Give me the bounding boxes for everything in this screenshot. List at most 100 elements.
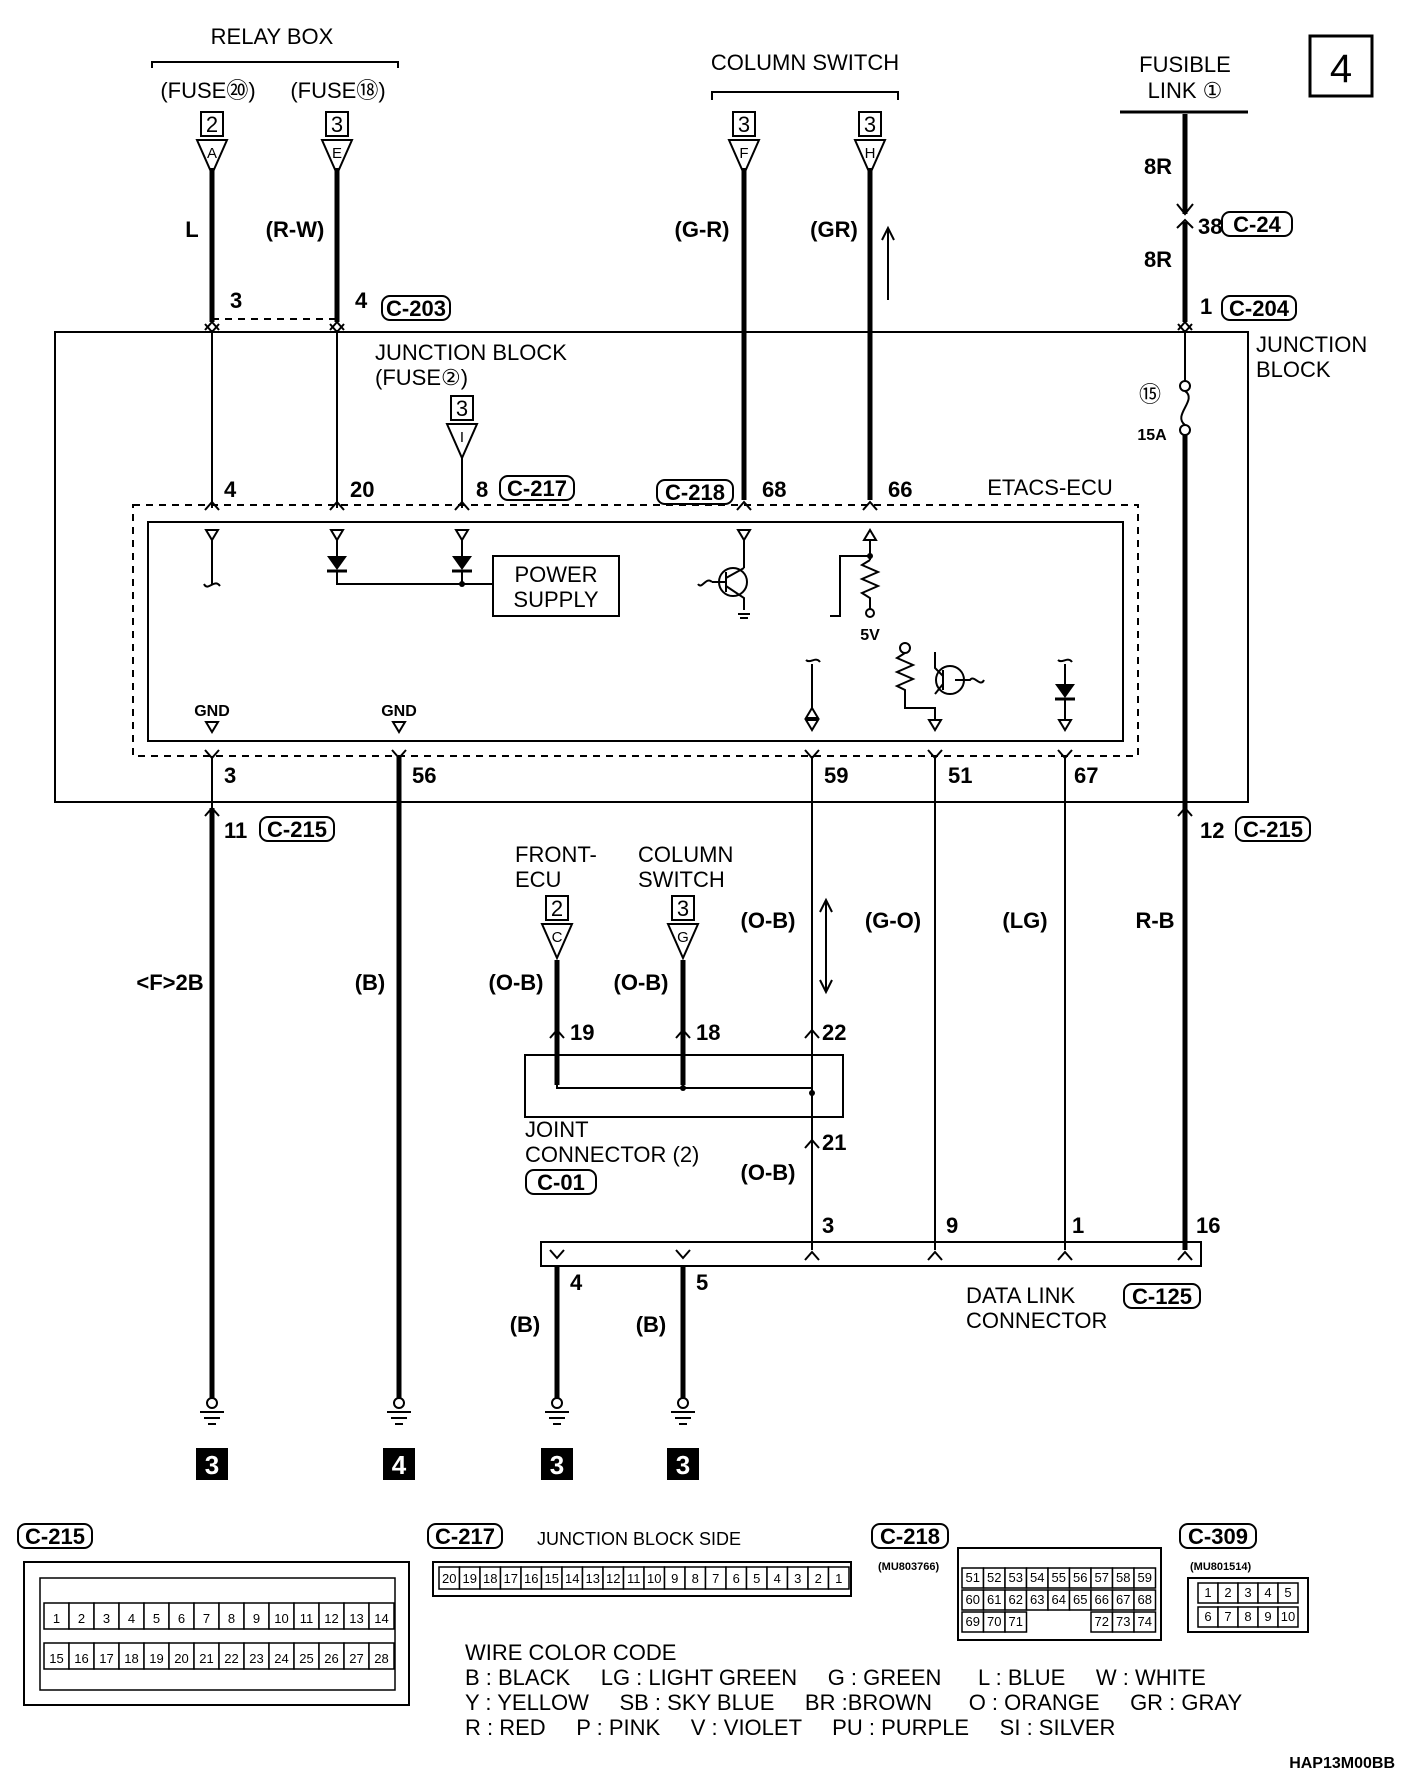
face-c215-cell: [193, 1602, 220, 1630]
face-c218-pin: 64: [1052, 1592, 1066, 1607]
pin-12-c215: 12: [1200, 818, 1224, 843]
face-c215-cell: [143, 1642, 170, 1670]
face-c215-pin: 6: [178, 1611, 185, 1626]
face-c215-box: [17, 1523, 93, 1549]
face-c218-pin: 70: [987, 1614, 1001, 1629]
face-c215-outline: [23, 1561, 410, 1706]
column-switch-label: COLUMN SWITCH: [711, 50, 899, 75]
face-c215-pin: 23: [249, 1651, 263, 1666]
ground-g1: 3: [196, 1397, 228, 1480]
face-c218-pin: 56: [1073, 1570, 1087, 1585]
legend-line-2: Y : YELLOW SB : SKY BLUE BR :BROWN O : O…: [465, 1690, 1242, 1715]
wire-color-ob-21: (O-B): [741, 1160, 796, 1185]
pin-arrow: [204, 806, 220, 817]
connector-tag-c215a: C-215: [259, 816, 335, 842]
face-c218-pin: 59: [1138, 1570, 1152, 1585]
face-c218-pin: 51: [966, 1570, 980, 1585]
face-c215-cell: [43, 1642, 70, 1670]
column-switch2-label-1: COLUMN: [638, 842, 733, 867]
face-c215-cell: [268, 1642, 295, 1670]
wire-color-b-dlc5: (B): [636, 1312, 667, 1337]
junction-block-box: [54, 331, 1249, 803]
face-c218-pin: 61: [987, 1592, 1001, 1607]
pin-arrow: [1057, 749, 1073, 760]
face-c218-pin: 54: [1030, 1570, 1044, 1585]
pin-4-c203: 4: [355, 288, 368, 313]
face-c215-cell: [243, 1642, 270, 1670]
face-c215-pin: 11: [300, 1611, 314, 1626]
connector-tag-c217: C-217: [499, 475, 575, 501]
face-c218-pin: 67: [1116, 1592, 1130, 1607]
face-c215-pin: 2: [78, 1611, 85, 1626]
pin-18-joint: 18: [696, 1020, 720, 1045]
face-c217-caption: JUNCTION BLOCK SIDE: [537, 1529, 741, 1549]
wire-color-l: L: [185, 217, 198, 242]
pin-67-bottom: 67: [1074, 763, 1098, 788]
pin-21-joint: 21: [822, 1130, 846, 1155]
face-c217-box: [427, 1523, 503, 1549]
face-c218-outline: [957, 1547, 1162, 1641]
face-c218-pin: 60: [966, 1592, 980, 1607]
joint-connector-label-1: JOINT: [525, 1117, 589, 1142]
pin-arrow: [736, 500, 752, 511]
ground-number: 3: [205, 1450, 219, 1480]
connector-tag-text: C-215: [1243, 817, 1303, 842]
ground-number: 4: [392, 1450, 407, 1480]
face-c217-pin: 1: [835, 1571, 842, 1586]
junction-block-fuse-label: (FUSE②): [375, 365, 468, 390]
pin-68-c218: 68: [762, 477, 786, 502]
face-c218-pin: 57: [1095, 1570, 1109, 1585]
face-c215-inner: [39, 1577, 396, 1691]
face-c217-pin: 18: [483, 1571, 497, 1586]
connector-tag-text: C-217: [507, 476, 567, 501]
pin-1-dlc: 1: [1072, 1213, 1084, 1238]
face-c217-pin: 9: [671, 1571, 678, 1586]
face-c215-pin: 16: [74, 1651, 88, 1666]
face-c215-cell: [168, 1602, 195, 1630]
pin-arrow: [804, 1138, 820, 1149]
pin-16-dlc: 16: [1196, 1213, 1220, 1238]
connector-end-e: 3E: [320, 111, 354, 177]
pin-8-c217: 8: [476, 477, 488, 502]
pin-38-c24: 38: [1198, 214, 1222, 239]
pin-arrow: [675, 1249, 691, 1260]
connector-end-number: 3: [331, 112, 343, 137]
pin-arrows: [204, 320, 1193, 1261]
face-c309-pin: 8: [1244, 1609, 1251, 1624]
connector-end-letter: G: [677, 929, 689, 946]
face-c215-title: C-215: [25, 1524, 85, 1549]
dlc-box: [540, 1241, 1202, 1267]
etacs-dashed-box: [132, 504, 1139, 757]
face-c218-cell: [1133, 1611, 1157, 1633]
face-c309-pin: 10: [1281, 1609, 1295, 1624]
face-c217-pin: 13: [586, 1571, 600, 1586]
face-c215-pin: 17: [99, 1651, 113, 1666]
connector-tag-text: C-01: [537, 1170, 585, 1195]
gnd-label-1: GND: [194, 703, 230, 720]
face-c215-cell: [368, 1602, 395, 1630]
pin-arrow: [329, 323, 345, 334]
fusible-link-label-1: FUSIBLE: [1139, 52, 1231, 77]
face-c217-pin: 5: [753, 1571, 760, 1586]
face-c309-cell: [1277, 1582, 1299, 1604]
ground-g2: 4: [383, 1397, 415, 1480]
pin-arrow: [329, 500, 345, 511]
face-c215-pin: 14: [374, 1611, 388, 1626]
joint-connector-label-2: CONNECTOR (2): [525, 1142, 699, 1167]
pin-4-c217: 4: [224, 477, 237, 502]
face-c215-cell: [218, 1642, 245, 1670]
connector-end-number: 2: [551, 896, 563, 921]
face-c218-pin: 72: [1095, 1614, 1109, 1629]
face-c215-pin: 7: [203, 1611, 210, 1626]
connector-end-letter: A: [207, 145, 217, 162]
face-c215-pin: 22: [224, 1651, 238, 1666]
connector-tag-text: C-125: [1132, 1284, 1192, 1309]
face-c217-pin: 16: [524, 1571, 538, 1586]
pin-arrow: [804, 1028, 820, 1039]
legend-title: WIRE COLOR CODE: [465, 1640, 676, 1665]
connector-end-letter: I: [460, 429, 464, 446]
face-c215-pin: 20: [174, 1651, 188, 1666]
fuse23-label: (FUSE⑳): [160, 78, 255, 103]
face-c215-cell: [318, 1602, 345, 1630]
